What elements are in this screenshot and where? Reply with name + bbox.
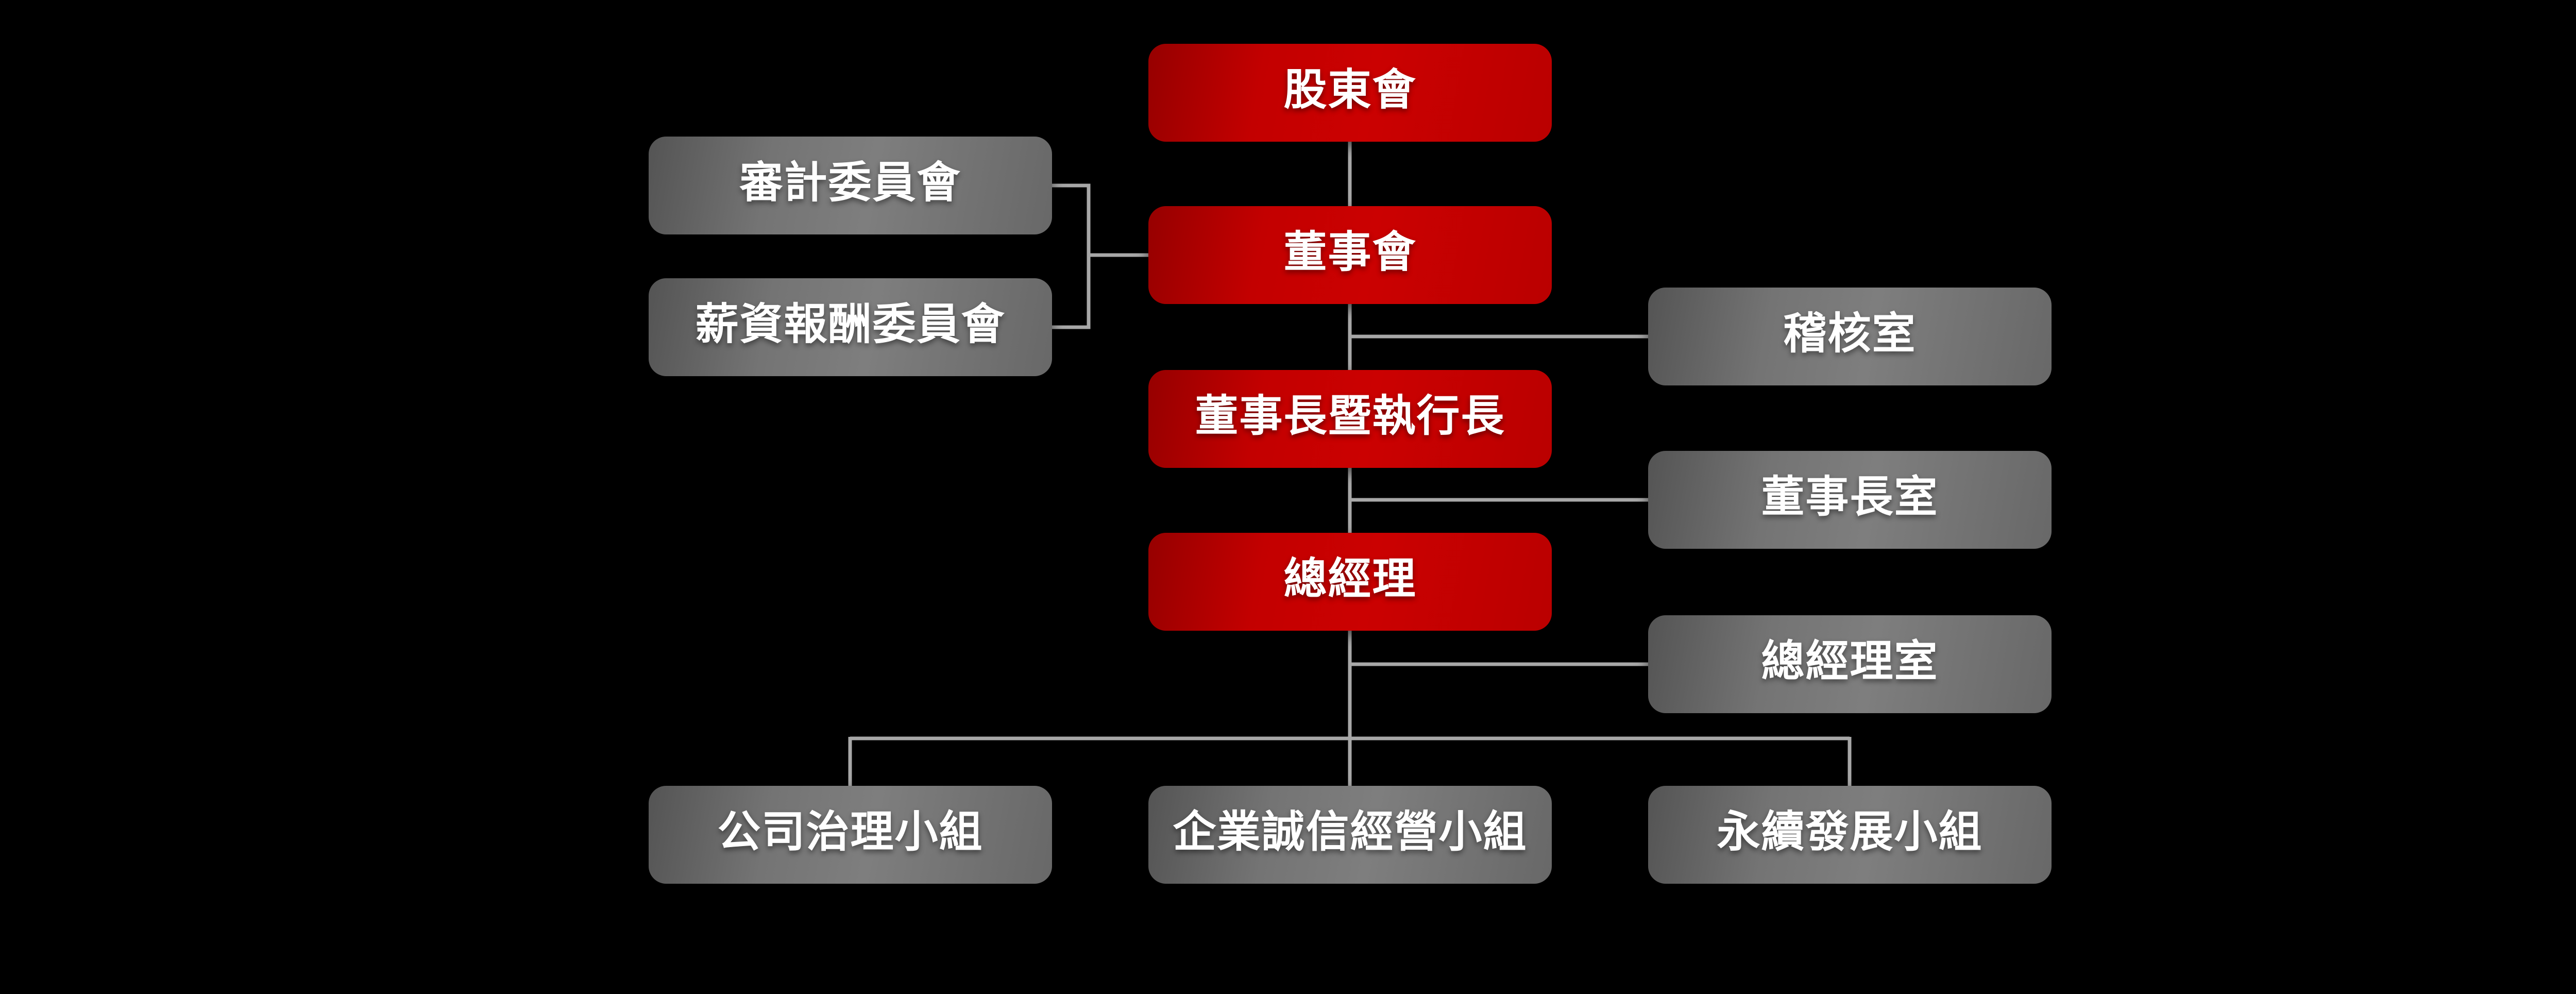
node-general-manager-label: 總經理 [1283,554,1417,603]
node-chairman-and-ceo: 董事長暨執行長 [1148,370,1552,468]
node-compensation-committee-label: 薪資報酬委員會 [695,300,1006,348]
node-corporate-integrity-team: 企業誠信經營小組 [1148,786,1552,884]
node-audit-office: 稽核室 [1648,288,2052,385]
node-corporate-governance-team-label: 公司治理小組 [717,807,984,856]
node-sustainable-development-team: 永續發展小組 [1648,786,2052,884]
node-audit-committee: 審計委員會 [649,137,1052,234]
node-general-manager-office-label: 總經理室 [1761,637,1939,685]
node-audit-committee-label: 審計委員會 [739,158,961,207]
node-audit-office-label: 稽核室 [1783,309,1917,358]
node-shareholders-meeting-label: 股東會 [1283,65,1417,114]
node-board-of-directors: 董事會 [1148,206,1552,304]
node-compensation-committee: 薪資報酬委員會 [649,278,1052,376]
node-chairman-office: 董事長室 [1648,451,2052,549]
node-general-manager: 總經理 [1148,533,1552,631]
node-chairman-and-ceo-label: 董事長暨執行長 [1195,392,1505,440]
connector-committees-bracket [1052,183,1091,329]
node-corporate-integrity-team-label: 企業誠信經營小組 [1173,807,1528,856]
node-sustainable-development-team-label: 永續發展小組 [1717,807,1983,856]
node-board-of-directors-label: 董事會 [1283,228,1417,276]
node-general-manager-office: 總經理室 [1648,615,2052,713]
node-chairman-office-label: 董事長室 [1761,473,1939,521]
node-corporate-governance-team: 公司治理小組 [649,786,1052,884]
node-shareholders-meeting: 股東會 [1148,44,1552,142]
